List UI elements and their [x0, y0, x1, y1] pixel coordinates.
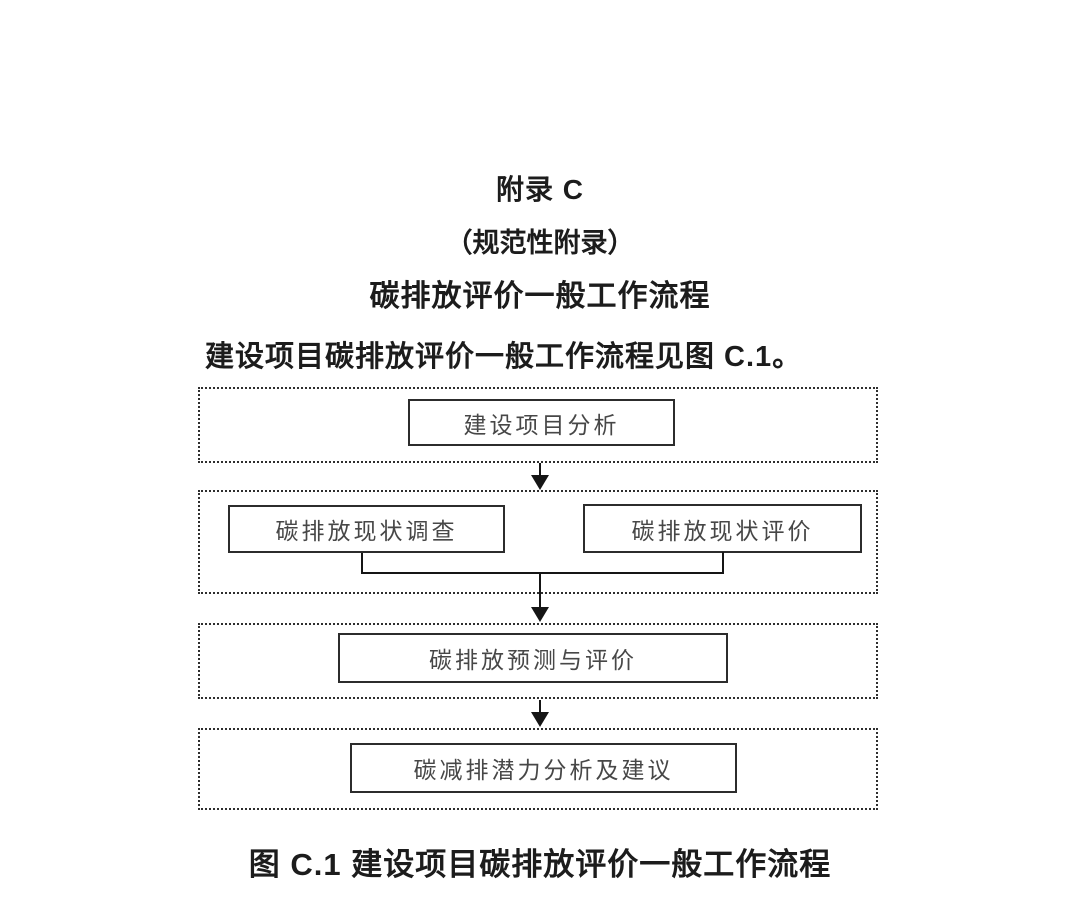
flow-node-project-analysis: 建设项目分析	[408, 399, 675, 446]
flow-node-reduction-analysis: 碳减排潜力分析及建议	[350, 743, 737, 793]
flow-node-prediction-evaluation: 碳排放预测与评价	[338, 633, 728, 683]
arrow-1-head	[531, 475, 549, 490]
connector-left-stub	[361, 553, 363, 574]
arrow-1-shaft	[539, 463, 541, 477]
intro-paragraph: 建设项目碳排放评价一般工作流程见图 C.1。	[205, 341, 803, 373]
figure-caption: 图 C.1 建设项目碳排放评价一般工作流程	[248, 847, 832, 882]
appendix-kind: （规范性附录）	[445, 228, 635, 258]
connector-right-stub	[722, 552, 724, 574]
flow-node-status-survey: 碳排放现状调查	[228, 505, 505, 553]
connector-horizontal-line	[361, 572, 724, 574]
arrow-3-head	[531, 712, 549, 727]
flow-node-status-evaluation: 碳排放现状评价	[583, 504, 862, 553]
arrow-2-head	[531, 607, 549, 622]
arrow-2-shaft	[539, 573, 541, 609]
appendix-title: 碳排放评价一般工作流程	[369, 280, 711, 313]
appendix-label: 附录 C	[495, 174, 584, 205]
arrow-3-shaft	[539, 700, 541, 714]
